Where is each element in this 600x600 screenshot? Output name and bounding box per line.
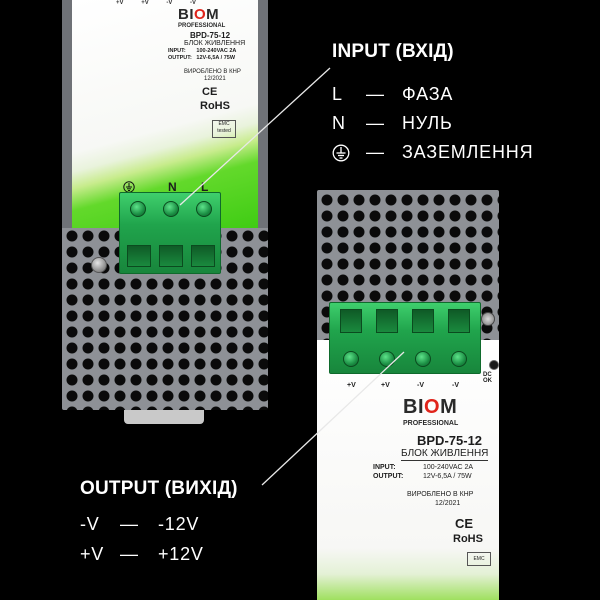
bottom-unit-output-label: OUTPUT: [373,473,404,480]
top-unit-side-left [62,0,72,228]
bottom-unit-brand-sub: PROFESSIONAL [403,420,459,427]
bottom-terminal-label: +V [381,382,390,389]
top-unit-date: 12/2021 [204,76,226,82]
output-row-minus: -V — -12V [80,514,310,535]
legend-value: НУЛЬ [402,113,453,133]
legend-dash: — [366,84,385,104]
ground-symbol-icon [123,180,135,193]
terminal-screw [130,201,146,217]
legend-key: +V [80,544,105,564]
terminal-slot [376,309,398,333]
legend-value: -12V [158,514,200,534]
top-unit-rohs-mark: RoHS [200,100,230,112]
output-info: OUTPUT (ВИХІД) -V — -12V +V — +12V [80,478,310,565]
top-unit-side-right [258,0,268,228]
output-row-plus: +V — +12V [80,544,310,565]
legend-dash: — [120,514,139,534]
legend-value: +12V [158,544,204,564]
bottom-unit-emc-badge: EMC [467,552,491,566]
dc-ok-led-icon [489,360,499,370]
terminal-slot [159,245,183,267]
top-unit-model: BPD-75-12 [190,31,231,40]
terminal-screw [196,201,212,217]
terminal-screw [343,351,359,367]
top-unit-made-in: ВИРОБЛЕНО В КНР [184,69,241,75]
bottom-unit-ce-mark: CE [455,516,474,531]
bottom-unit-output-value: 12V-6,5A / 75W [423,473,472,480]
bottom-unit-brand-logo: BIOM [403,396,458,418]
input-terminal-block [119,192,221,274]
top-unit-output-spec: OUTPUT: 12V-6,5A / 75W [168,55,236,61]
terminal-screw [415,351,431,367]
legend-dash: — [120,544,139,564]
top-strip-label: -V [166,0,173,6]
bottom-unit-input-value: 100-240VAC 2A [423,464,474,471]
bottom-unit-label-panel: +V +V -V -V DC OK BIOM PROFESSIONAL BPD-… [317,340,499,600]
bottom-terminal-label: -V [452,382,459,389]
legend-key: N [332,113,346,133]
ground-symbol-icon [332,144,366,162]
input-row-ground: — ЗАЗЕМЛЕННЯ [332,142,592,163]
input-heading: INPUT (ВХІД) [332,41,454,62]
terminal-screw [379,351,395,367]
top-unit-brand-sub: PROFESSIONAL [178,23,226,29]
bottom-unit-date: 12/2021 [435,500,461,507]
legend-value: ЗАЗЕМЛЕННЯ [402,142,534,162]
bottom-terminal-label: +V [347,382,356,389]
top-terminal-label-n: N [168,180,177,194]
mount-screw [91,257,107,273]
top-unit-brand-logo: BIOM [178,6,220,23]
legend-dash: — [366,113,385,133]
bottom-unit-product: БЛОК ЖИВЛЕННЯ [401,448,489,461]
bottom-terminal-label: -V [417,382,424,389]
adjust-knob-icon [481,312,495,326]
legend-value: ФАЗА [402,84,454,104]
legend-key: L [332,84,343,104]
din-clip [124,410,204,424]
bottom-power-supply: +V +V -V -V DC OK BIOM PROFESSIONAL BPD-… [317,190,499,600]
input-info: INPUT (ВХІД) L — ФАЗА N — НУЛЬ — ЗАЗЕМЛЕ… [332,41,592,163]
top-power-supply: +V +V -V -V BIOM PROFESSIONAL BPD-75-12 … [62,0,268,424]
top-unit-ce-mark: CE [202,86,218,98]
terminal-screw [451,351,467,367]
output-heading: OUTPUT (ВИХІД) [80,478,238,499]
terminal-slot [127,245,151,267]
top-unit-emc-badge: EMC tested [212,120,236,138]
terminal-slot [340,309,362,333]
top-unit-input-spec: INPUT: 100-240VAC 2A [168,48,237,54]
output-terminal-block [329,302,481,374]
terminal-slot [191,245,215,267]
dc-ok-label: DC OK [483,372,492,384]
legend-key: -V [80,514,100,534]
bottom-unit-input-label: INPUT: [373,464,396,471]
legend-dash: — [366,142,385,162]
top-unit-product: БЛОК ЖИВЛЕННЯ [184,40,246,47]
top-strip-label: +V [116,0,124,6]
top-strip-label: +V [141,0,149,6]
terminal-screw [163,201,179,217]
bottom-unit-model: BPD-75-12 [417,433,483,448]
top-strip-label: -V [190,0,197,6]
bottom-unit-made-in: ВИРОБЛЕНО В КНР [407,491,474,498]
input-row-n: N — НУЛЬ [332,113,592,134]
terminal-slot [412,309,434,333]
input-row-l: L — ФАЗА [332,84,592,105]
top-unit-strip-labels: +V +V -V -V [116,0,266,6]
bottom-unit-rohs-mark: RoHS [453,533,483,545]
terminal-slot [448,309,470,333]
